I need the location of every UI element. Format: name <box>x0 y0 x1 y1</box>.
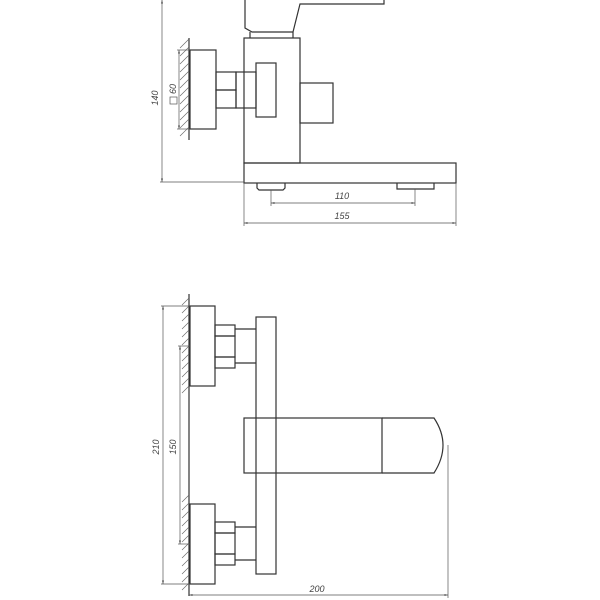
foot-right <box>396 183 435 190</box>
wall-hatch-upper <box>181 297 190 394</box>
spout-tip <box>382 417 444 474</box>
lower-flange <box>189 503 216 585</box>
cartridge-block <box>299 82 334 124</box>
wall-hatch-lower <box>181 494 190 591</box>
dim-width-155: 155 <box>334 211 350 221</box>
upper-flange <box>189 305 216 387</box>
dim-spacing-150: 150 <box>168 439 178 454</box>
square-symbol-icon <box>169 96 178 105</box>
wall-hatch <box>179 38 190 137</box>
top-view: 140 60 110 155 <box>150 0 457 226</box>
dim-square-60: 60 <box>168 84 178 94</box>
foot-left <box>256 183 286 191</box>
mixer-body-bar <box>255 316 277 575</box>
dim-spacing-110: 110 <box>335 191 349 201</box>
mixer-body <box>243 37 301 164</box>
wall-flange <box>189 49 217 130</box>
side-view: 210 150 200 <box>151 294 449 598</box>
dim-height-210: 210 <box>151 439 161 455</box>
spout-body <box>243 417 383 474</box>
dim-height-140: 140 <box>150 90 160 105</box>
connector-block <box>255 62 277 118</box>
dim-depth-200: 200 <box>308 584 324 594</box>
base-plate <box>243 162 457 184</box>
lever-handle <box>244 0 385 33</box>
